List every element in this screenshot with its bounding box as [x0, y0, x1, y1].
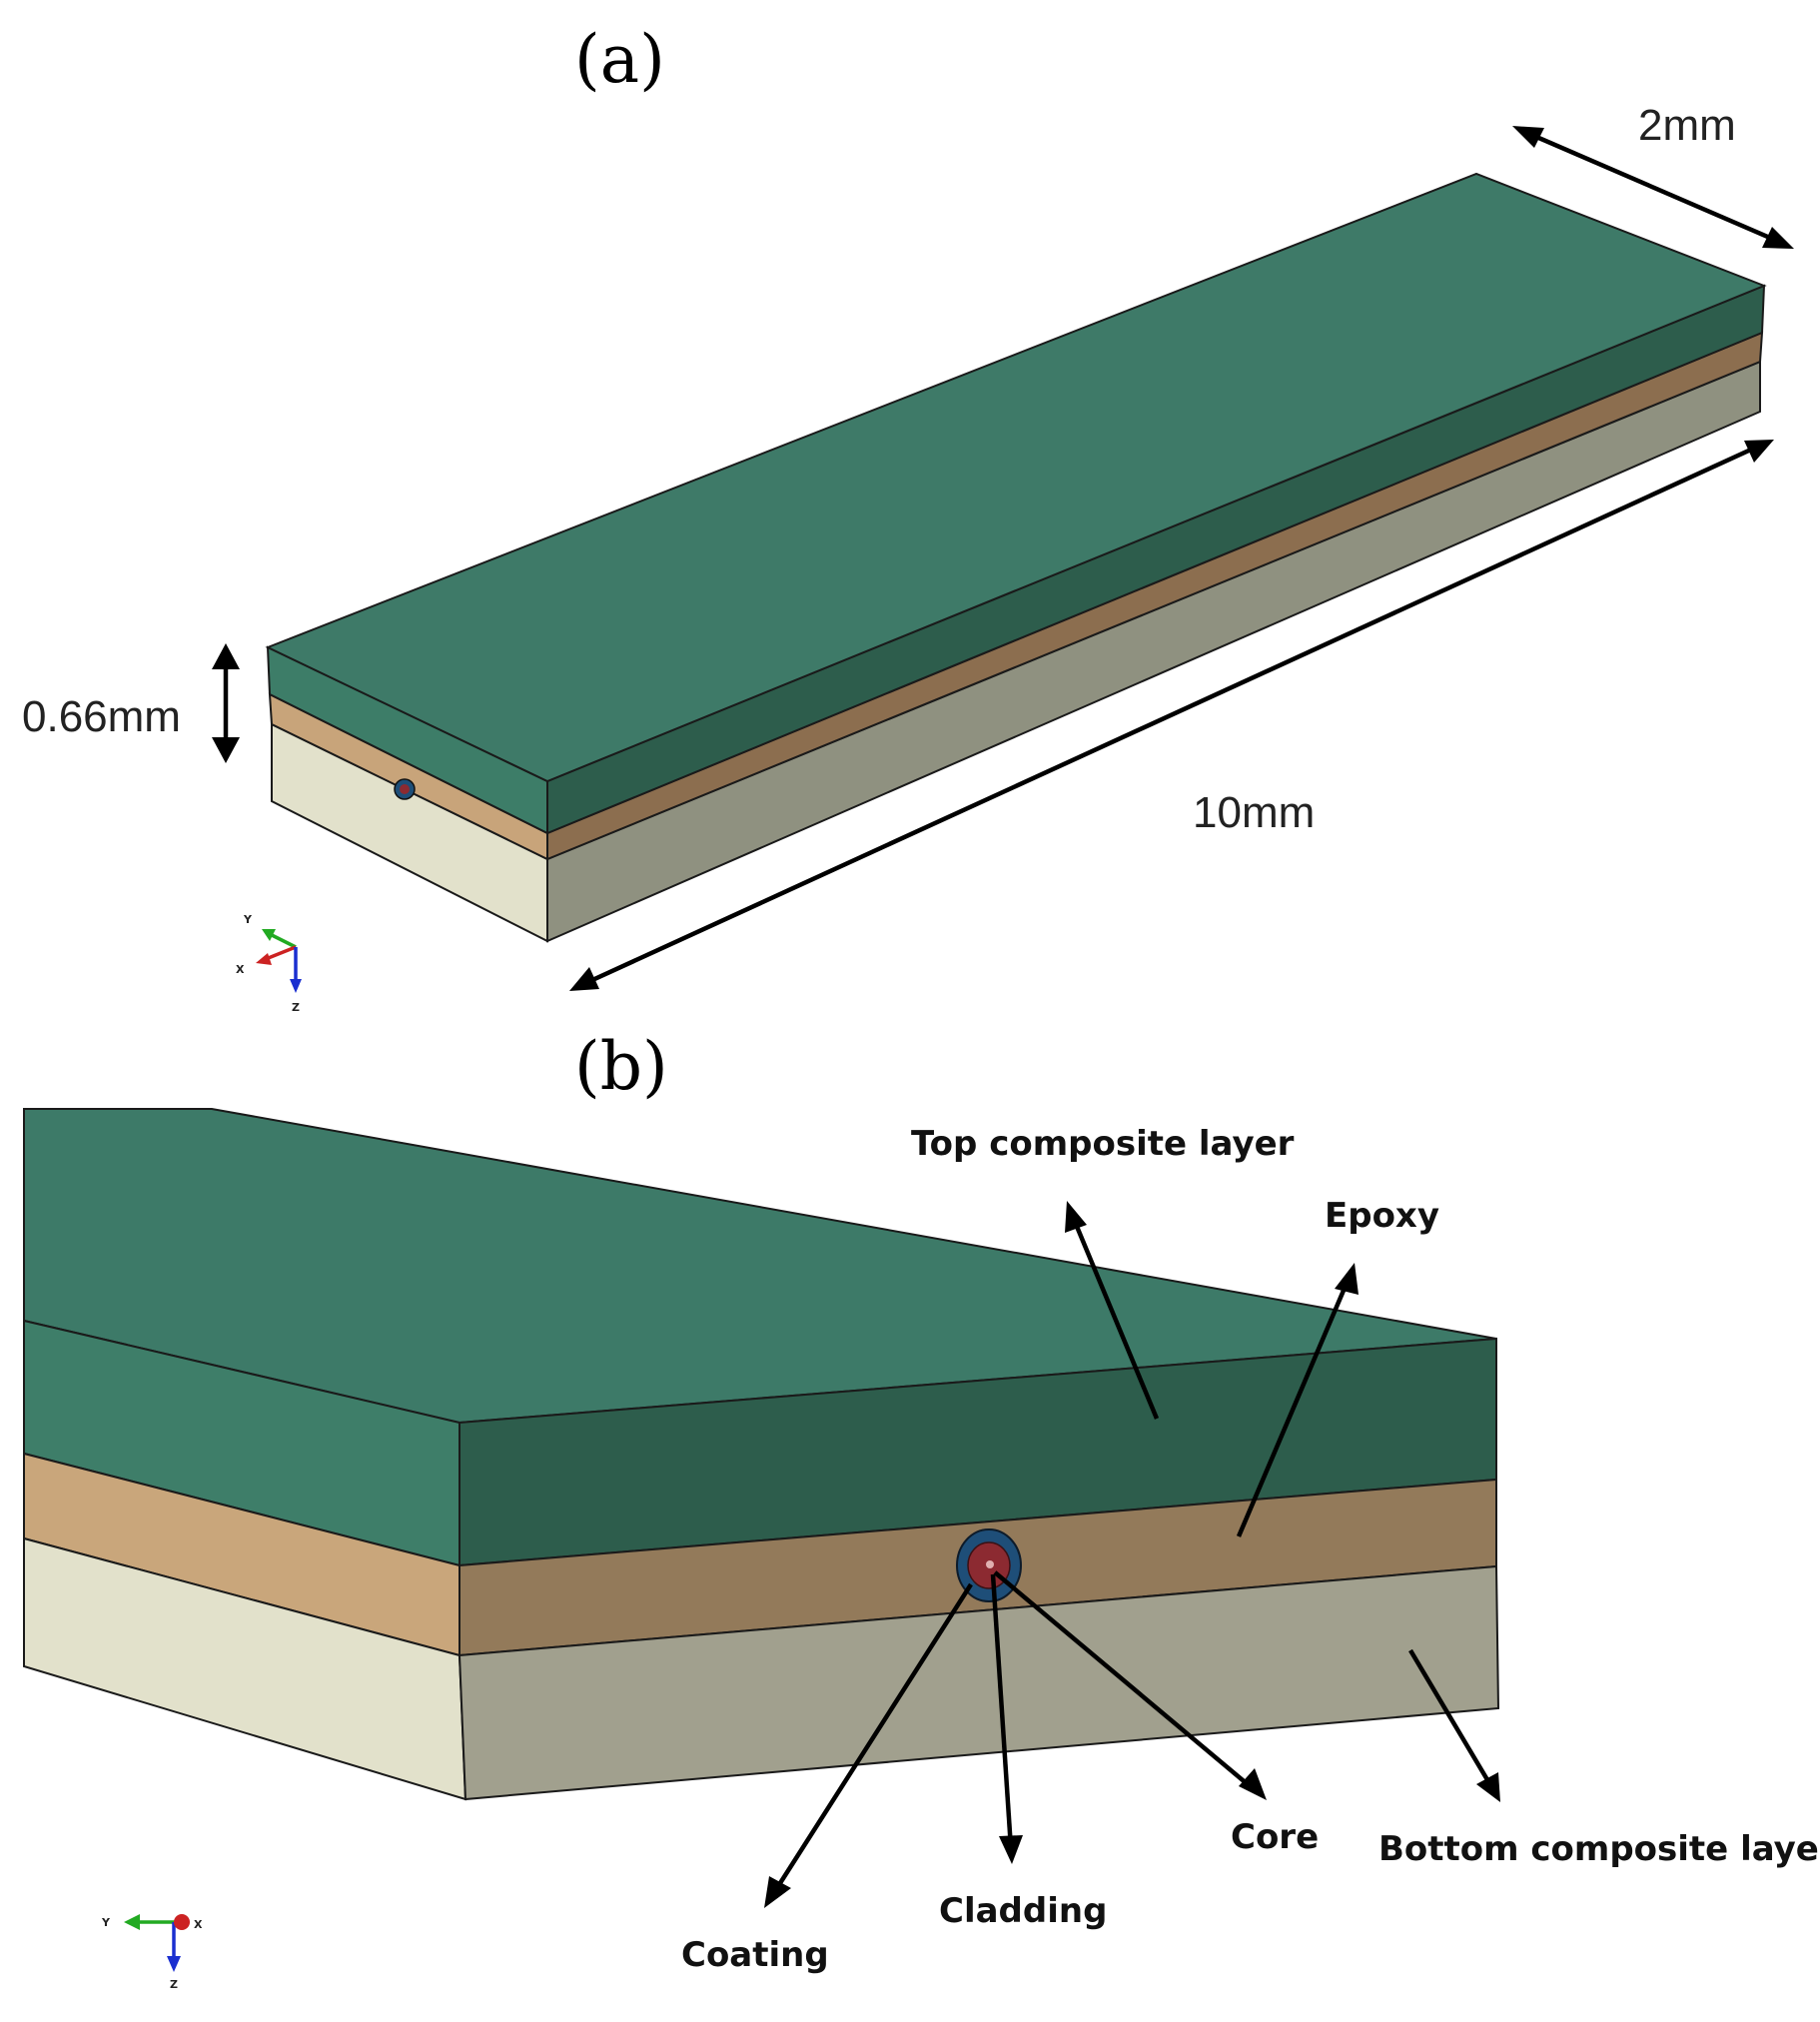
- axis-triad-b: Y X Z: [101, 1914, 203, 1991]
- axis-a-y-line: [271, 933, 297, 949]
- callout-cladding: Cladding: [939, 1573, 1107, 1931]
- callout-top-layer-label: Top composite layer: [911, 1124, 1295, 1164]
- dimension-length: 10mm: [569, 440, 1774, 991]
- dimension-length-arrow: [578, 441, 1765, 989]
- callout-core-arrowhead: [1239, 1768, 1267, 1800]
- callout-core-arrow: [993, 1570, 1257, 1792]
- callout-top-layer-arrowhead: [1065, 1201, 1087, 1233]
- callout-cladding-arrowhead: [999, 1835, 1023, 1864]
- callout-core-label: Core: [1231, 1817, 1319, 1857]
- callout-bottom-layer-label: Bottom composite layer: [1378, 1829, 1820, 1869]
- dimension-length-arrowhead-start: [569, 967, 599, 991]
- dimension-thickness: 0.66mm: [22, 643, 240, 763]
- panel-a: (a) 2mm 10mm: [22, 21, 1794, 1014]
- dimension-width-arrowhead-end: [1762, 227, 1794, 249]
- axis-b-z-label: Z: [170, 1978, 178, 1991]
- axis-b-x-dot: [174, 1914, 190, 1930]
- panel-a-label: (a): [574, 21, 665, 98]
- panel-b-label: (b): [574, 1028, 668, 1105]
- slab-isometric: [265, 172, 1767, 943]
- slab-b-bottom-side: [457, 1564, 1500, 1801]
- callout-top-layer-arrow: [1070, 1216, 1160, 1420]
- callout-coating: Coating: [681, 1582, 973, 1975]
- axis-b-y-head: [124, 1914, 140, 1930]
- dimension-width-arrow: [1519, 127, 1787, 248]
- slab-closeup: [23, 1108, 1500, 1801]
- axis-a-y-label: Y: [243, 913, 253, 926]
- axis-b-y-label: Y: [101, 1916, 111, 1929]
- dimension-thickness-arrowhead-bottom: [212, 737, 240, 763]
- callout-bottom-layer-arrowhead: [1476, 1772, 1500, 1802]
- callout-epoxy-label: Epoxy: [1325, 1196, 1439, 1236]
- axis-a-x-label: X: [236, 963, 245, 976]
- dimension-thickness-arrowhead-top: [212, 643, 240, 669]
- axis-a-z-head: [290, 979, 302, 993]
- callout-coating-arrowhead: [764, 1876, 791, 1908]
- callout-bottom-layer: Bottom composite layer: [1378, 1648, 1820, 1869]
- callout-epoxy-arrowhead: [1335, 1263, 1359, 1295]
- axis-a-x-head: [256, 953, 272, 965]
- axis-a-y-head: [262, 929, 276, 941]
- fiber-marker-a-inner: [400, 784, 410, 794]
- callout-coating-arrow: [771, 1582, 973, 1896]
- axis-triad-a: Y X Z: [236, 913, 302, 1014]
- callout-cladding-arrow: [990, 1573, 1014, 1849]
- axis-b-z-head: [167, 1956, 181, 1972]
- axis-a-x-line: [265, 945, 297, 961]
- slab-a-top-face: [265, 172, 1767, 783]
- dimension-width-arrowhead-start: [1512, 126, 1544, 148]
- callout-core: Core: [993, 1570, 1319, 1857]
- callout-bottom-layer-arrow: [1408, 1648, 1494, 1790]
- fiber-core: [986, 1560, 994, 1568]
- callout-coating-label: Coating: [681, 1935, 829, 1975]
- axis-b-x-label: X: [194, 1918, 203, 1931]
- dimension-length-label: 10mm: [1193, 788, 1315, 837]
- callout-top-layer: Top composite layer: [911, 1124, 1295, 1420]
- panel-b: (b) Top com: [23, 1028, 1820, 1991]
- dimension-width-label: 2mm: [1638, 101, 1736, 150]
- callout-epoxy-arrow: [1236, 1278, 1352, 1537]
- callout-cladding-label: Cladding: [939, 1891, 1107, 1931]
- dimension-thickness-label: 0.66mm: [22, 692, 181, 741]
- axis-a-z-label: Z: [292, 1001, 300, 1014]
- callout-epoxy: Epoxy: [1236, 1196, 1439, 1537]
- dimension-width: 2mm: [1512, 101, 1794, 249]
- dimension-length-arrowhead-end: [1744, 440, 1774, 463]
